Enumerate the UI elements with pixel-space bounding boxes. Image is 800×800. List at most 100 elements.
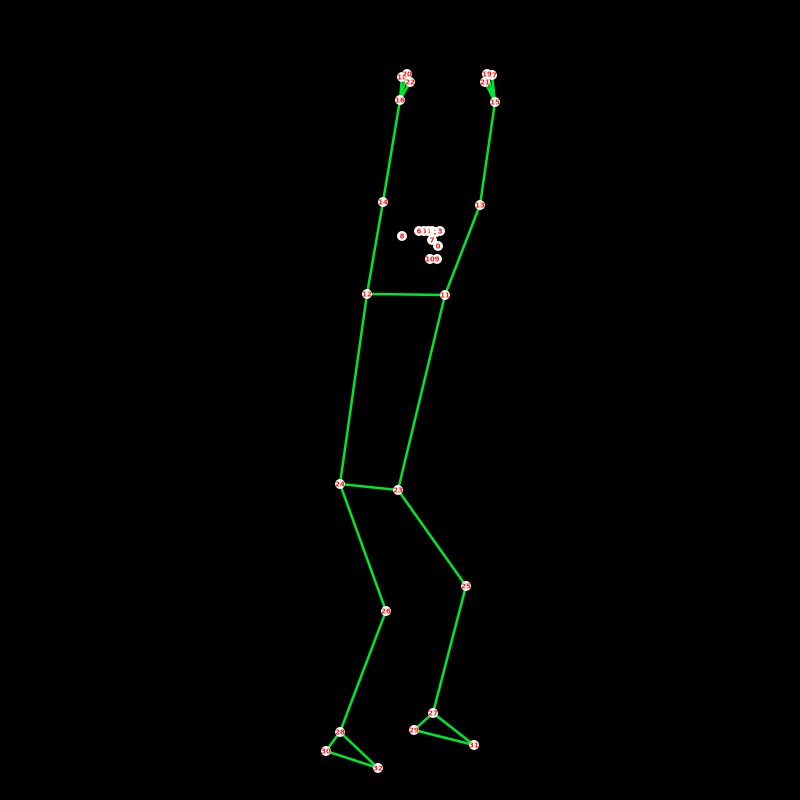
keypoint-label: 26 [381,608,391,616]
bone-29-31 [412,728,476,747]
keypoint-marker [435,226,445,236]
keypoint-label: 11 [440,292,450,300]
bone-11-23 [396,293,447,492]
keypoint-label: 25 [461,583,471,591]
bone-11-12 [365,292,447,297]
keypoint-label: 6 [417,228,422,236]
keypoint-marker [469,740,479,750]
skeleton-keypoints: 0123456789101112131415161718192021222324… [321,69,500,773]
keypoint-marker [427,235,437,245]
keypoint-31: 31 [469,740,479,750]
keypoint-label: 30 [321,748,331,756]
keypoint-26: 26 [381,606,391,616]
keypoint-22: 22 [405,77,415,87]
keypoint-13: 13 [475,200,485,210]
keypoint-label: 29 [409,727,419,735]
keypoint-marker [321,746,331,756]
keypoint-label: 17 [487,72,497,80]
keypoint-label: 23 [393,487,403,495]
keypoint-marker [362,289,372,299]
keypoint-7: 7 [427,235,437,245]
keypoint-24: 24 [335,479,345,489]
keypoint-29: 29 [409,725,419,735]
bone-12-14 [365,200,385,296]
keypoint-label: 28 [335,729,345,737]
keypoint-marker [395,95,405,105]
keypoint-marker [397,231,407,241]
keypoint-label: 15 [490,99,500,107]
keypoint-label: 7 [430,237,435,245]
keypoint-marker [428,708,438,718]
keypoint-label: 20 [402,71,412,79]
keypoint-30: 30 [321,746,331,756]
keypoint-16: 16 [395,95,405,105]
keypoint-marker [461,581,471,591]
bone-12-24 [338,292,369,486]
keypoint-label: 18 [397,74,407,82]
keypoint-6: 6 [414,226,424,236]
keypoint-8: 8 [397,231,407,241]
keypoint-14: 14 [378,197,388,207]
keypoint-23: 23 [393,485,403,495]
keypoint-label: 31 [469,742,479,750]
keypoint-28: 28 [335,727,345,737]
bone-13-15 [478,100,497,207]
keypoint-label: 27 [428,710,438,718]
bone-25-27 [431,584,468,715]
keypoint-marker [373,763,383,773]
keypoint-label: 24 [335,481,345,489]
keypoint-11: 11 [440,290,450,300]
bone-14-16 [381,98,402,204]
keypoint-marker [381,606,391,616]
keypoint-marker [414,226,424,236]
keypoint-20: 20 [402,69,412,79]
keypoint-10: 10 [425,254,435,264]
keypoint-32: 32 [373,763,383,773]
keypoint-15: 15 [490,97,500,107]
keypoint-marker [378,197,388,207]
bone-28-32 [338,730,380,770]
bone-26-28 [338,609,388,734]
bone-27-31 [431,711,476,747]
keypoint-label: 22 [405,79,415,87]
keypoint-label: 3 [438,228,443,236]
keypoint-label: 16 [395,97,405,105]
keypoint-27: 27 [428,708,438,718]
keypoint-25: 25 [461,581,471,591]
keypoint-label: 9 [435,256,440,264]
keypoint-marker [432,254,442,264]
bone-24-26 [338,482,388,613]
keypoint-label: 10 [425,256,435,264]
keypoint-label: 0 [436,243,441,251]
keypoint-marker [405,77,415,87]
keypoint-marker [482,69,492,79]
keypoint-label: 19 [482,71,492,79]
keypoint-marker [393,485,403,495]
keypoint-label: 14 [378,199,388,207]
bone-23-25 [396,488,468,588]
keypoint-21: 21 [480,77,490,87]
bone-23-24 [338,482,400,492]
keypoint-label: 12 [362,291,372,299]
keypoint-marker [490,97,500,107]
keypoint-marker [425,254,435,264]
keypoint-label: 8 [400,233,405,241]
keypoint-marker [335,727,345,737]
keypoint-label: 5 [422,228,427,236]
keypoint-marker [440,290,450,300]
bone-11-13 [443,203,482,297]
keypoint-label: 13 [475,202,485,210]
keypoint-3: 3 [435,226,445,236]
keypoint-19: 19 [482,69,492,79]
keypoint-9: 9 [432,254,442,264]
keypoint-marker [480,77,490,87]
bone-30-32 [324,749,380,770]
keypoint-marker [402,69,412,79]
keypoint-marker [409,725,419,735]
keypoint-marker [475,200,485,210]
keypoint-12: 12 [362,289,372,299]
keypoint-label: 32 [373,765,383,773]
keypoint-marker [335,479,345,489]
